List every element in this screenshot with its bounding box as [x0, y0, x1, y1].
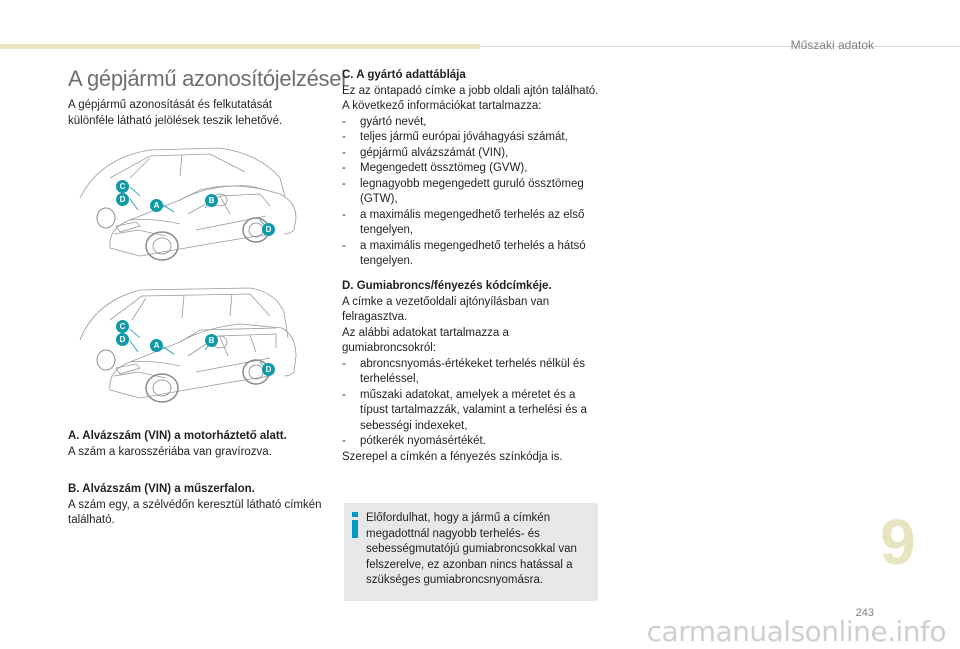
- list-item: -a maximális megengedhető terhelés az el…: [342, 208, 585, 237]
- section-c-line2: A következő információkat tartalmazza:: [342, 100, 542, 112]
- section-a-heading: A. Alvázszám (VIN) a motorháztető alatt.: [68, 430, 287, 442]
- sedan-illustration: C D A B D: [70, 138, 300, 268]
- list-item: -teljes jármű európai jóváhagyási számát…: [342, 131, 568, 143]
- section-d: D. Gumiabroncs/fényezés kódcímkéje. A cí…: [342, 279, 604, 465]
- section-d-heading: D. Gumiabroncs/fényezés kódcímkéje.: [342, 280, 552, 292]
- marker-d2: D: [262, 223, 275, 236]
- section-d-line1: A címke a vezetőoldali ajtónyílásban van…: [342, 295, 550, 324]
- marker-c: C: [116, 320, 129, 333]
- watermark: carmanualsonline.info: [646, 615, 947, 648]
- list-item: -pótkerék nyomásértékét.: [342, 435, 486, 447]
- list-item: -Megengedett össztömeg (GVW),: [342, 162, 528, 174]
- list-item: -gyártó nevét,: [342, 115, 427, 128]
- wagon-illustration: C D A B D: [70, 280, 300, 410]
- section-b-text: A szám egy, a szélvédőn keresztül láthat…: [68, 498, 322, 527]
- page-title: A gépjármű azonosítójelzései: [68, 66, 346, 91]
- info-note: Előfordulhat, hogy a jármű a címkén mega…: [344, 503, 598, 601]
- section-title: Műszaki adatok: [790, 38, 874, 52]
- intro-text: A gépjármű azonosítását és felkutatását …: [68, 99, 283, 127]
- marker-c: C: [116, 180, 129, 193]
- section-c: C. A gyártó adattáblája Ez az öntapadó c…: [342, 68, 604, 270]
- section-a: A. Alvázszám (VIN) a motorháztető alatt.…: [68, 429, 328, 460]
- list-item: -legnagyobb megengedett guruló össztömeg…: [342, 177, 584, 206]
- section-d-footer: Szerepel a címkén a fényezés színkódja i…: [342, 450, 563, 463]
- section-d-list: -abroncsnyomás-értékeket terhelés nélkül…: [342, 357, 604, 450]
- list-item: -műszaki adatokat, amelyek a méretet és …: [342, 388, 587, 432]
- list-item: -gépjármű alvázszámát (VIN),: [342, 146, 509, 159]
- section-b-heading: B. Alvázszám (VIN) a műszerfalon.: [68, 483, 255, 495]
- info-icon: [351, 512, 361, 538]
- section-c-list: -gyártó nevét, -teljes jármű európai jóv…: [342, 115, 604, 270]
- marker-d: D: [116, 193, 129, 206]
- section-b: B. Alvázszám (VIN) a műszerfalon. A szám…: [68, 482, 328, 529]
- marker-d: D: [116, 333, 129, 346]
- marker-b: B: [205, 194, 218, 207]
- marker-b: B: [205, 334, 218, 347]
- header-divider: [480, 46, 960, 47]
- list-item: -abroncsnyomás-értékeket terhelés nélkül…: [342, 357, 586, 386]
- page-number: 243: [855, 607, 874, 619]
- list-item: -a maximális megengedhető terhelés a hát…: [342, 239, 586, 268]
- section-c-heading: C. A gyártó adattáblája: [342, 69, 466, 81]
- section-d-line2: Az alábbi adatokat tartalmazza a gumiabr…: [342, 326, 509, 355]
- marker-a: A: [150, 339, 163, 352]
- chapter-number: 9: [880, 506, 916, 578]
- info-note-text: Előfordulhat, hogy a jármű a címkén mega…: [366, 512, 577, 586]
- marker-d2: D: [262, 363, 275, 376]
- section-c-line1: Ez az öntapadó címke a jobb oldali ajtón…: [342, 84, 599, 97]
- marker-a: A: [150, 199, 163, 212]
- header-accent-bar: [0, 44, 480, 49]
- section-a-text: A szám a karosszériába van gravírozva.: [68, 445, 272, 458]
